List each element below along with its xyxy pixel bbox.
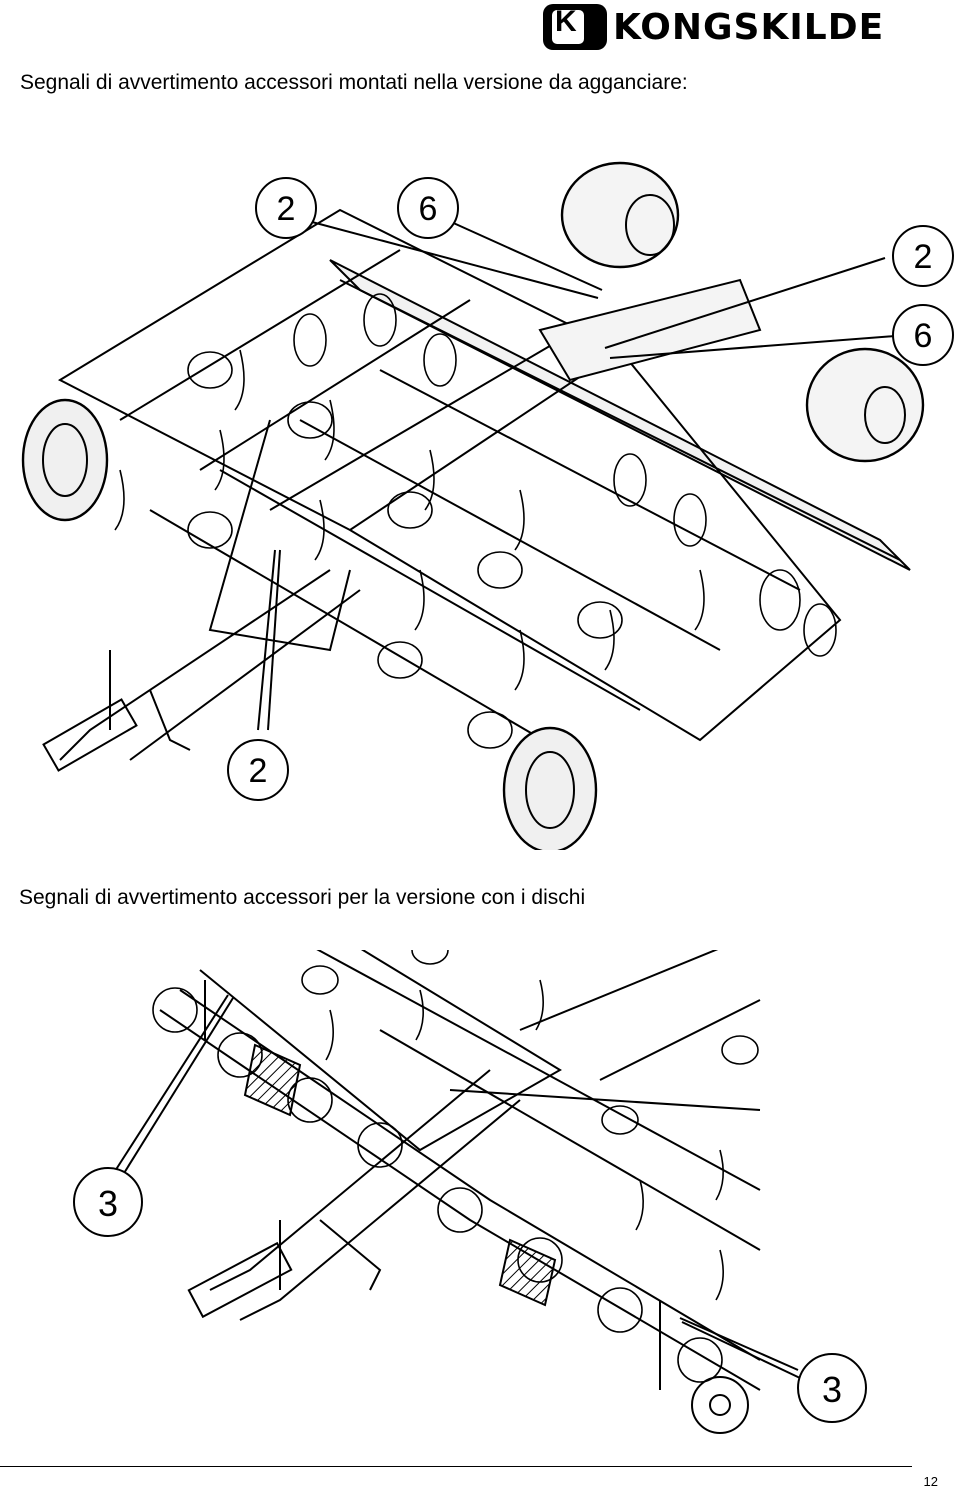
section-heading-discs: Segnali di avvertimento accessori per la… <box>19 886 586 909</box>
cultivator-drawing <box>21 161 925 850</box>
callout-leaders-2 <box>107 994 801 1379</box>
callout-bubbles: 2 6 2 6 2 <box>227 177 954 801</box>
svg-text:3: 3 <box>98 1183 118 1224</box>
section-heading-hitch: Segnali di avvertimento accessori montat… <box>20 71 688 94</box>
svg-text:2: 2 <box>277 190 296 228</box>
callout-leaders <box>257 220 896 731</box>
svg-text:2: 2 <box>914 238 933 276</box>
callout-6-b: 6 <box>892 304 954 366</box>
disc-drawing <box>152 950 761 1434</box>
figure-disc-version: 3 3 <box>73 950 867 1434</box>
logo-text: KONGSKILDE <box>613 7 885 48</box>
callout-2-c: 2 <box>227 739 289 801</box>
footer-divider <box>0 1466 912 1467</box>
svg-text:6: 6 <box>419 190 438 228</box>
callout-6-a: 6 <box>397 177 459 239</box>
callout-2-b: 2 <box>892 225 954 287</box>
callout-3-b: 3 <box>797 1353 867 1423</box>
svg-text:6: 6 <box>914 317 933 355</box>
logo-k-mark: K <box>543 4 607 50</box>
callout-2-a: 2 <box>255 177 317 239</box>
kongskilde-logo: K KONGSKILDE <box>543 4 923 52</box>
page-number: 12 <box>923 1474 938 1489</box>
svg-text:3: 3 <box>822 1369 842 1410</box>
callout-3-a: 3 <box>73 1167 143 1237</box>
svg-text:2: 2 <box>249 752 268 790</box>
callout-bubbles-2: 3 3 <box>73 1167 867 1423</box>
figure-trailed-cultivator: 2 6 2 6 2 <box>21 161 954 850</box>
